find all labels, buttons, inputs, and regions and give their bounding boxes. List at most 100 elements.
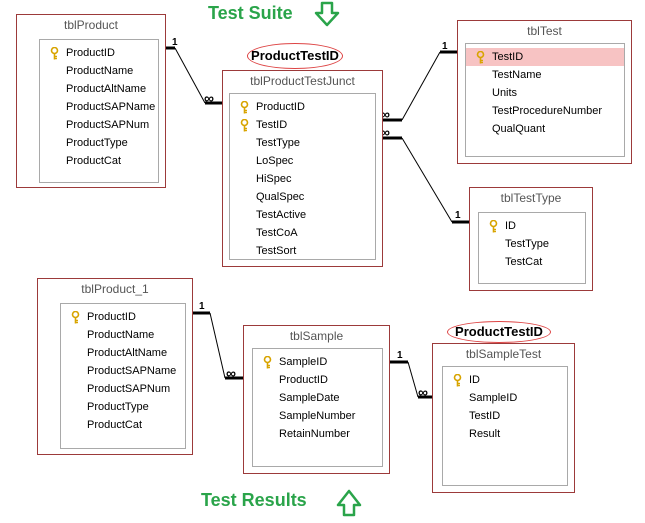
field-name: ProductType xyxy=(87,401,149,413)
field-row[interactable]: ProductName xyxy=(61,326,185,344)
field-row[interactable]: RetainNumber xyxy=(253,425,382,443)
field-row[interactable]: TestName xyxy=(466,66,624,84)
card-test-one: 1 xyxy=(442,41,448,52)
card-sample-one: 1 xyxy=(397,350,403,361)
field-name: TestID xyxy=(469,410,501,422)
field-name: Units xyxy=(492,87,518,99)
field-row[interactable]: ProductID xyxy=(61,308,185,326)
rel-junct-type-b xyxy=(401,137,453,223)
field-name: TestType xyxy=(505,238,550,250)
banner-test-suite: Test Suite xyxy=(208,3,293,23)
field-name: TestID xyxy=(492,51,524,63)
field-row[interactable]: ProductName xyxy=(40,62,158,80)
field-name: ProductCat xyxy=(87,419,143,431)
field-row[interactable]: ProductSAPNum xyxy=(61,380,185,398)
field-name: ProductID xyxy=(66,47,115,59)
ellipse-producttestid-junct: ProductTestID xyxy=(247,43,343,69)
field-name: TestName xyxy=(492,69,542,81)
field-name: ProductSAPNum xyxy=(87,383,171,395)
field-row[interactable]: TestCat xyxy=(479,253,585,271)
field-name: QualQuant xyxy=(492,123,546,135)
field-row[interactable]: TestActive xyxy=(230,206,375,224)
field-row[interactable]: ID xyxy=(479,217,585,235)
key-icon xyxy=(489,220,498,233)
field-row[interactable]: Units xyxy=(466,84,624,102)
card-product-one: 1 xyxy=(172,37,178,48)
field-row[interactable]: ProductSAPName xyxy=(61,362,185,380)
table-title: tblProduct_1 xyxy=(81,282,149,296)
card-junct-many-type: ∞ xyxy=(380,124,390,140)
field-name: ProductName xyxy=(66,65,134,77)
field-name: ProductID xyxy=(87,311,136,323)
field-row[interactable]: ProductID xyxy=(253,371,382,389)
table-title: tblTest xyxy=(527,24,562,38)
field-name: ProductSAPName xyxy=(66,101,156,113)
field-row[interactable]: TestID xyxy=(230,116,375,134)
field-row[interactable]: SampleID xyxy=(253,353,382,371)
field-row[interactable]: QualQuant xyxy=(466,120,624,138)
field-name: TestProcedureNumber xyxy=(492,105,603,117)
field-row[interactable]: SampleNumber xyxy=(253,407,382,425)
field-row[interactable]: TestType xyxy=(230,134,375,152)
field-row[interactable]: ProductCat xyxy=(61,416,185,434)
field-name: LoSpec xyxy=(256,155,294,167)
field-row[interactable]: ProductSAPNum xyxy=(40,116,158,134)
field-row[interactable]: Result xyxy=(443,425,567,443)
field-name: QualSpec xyxy=(256,191,305,203)
field-row[interactable]: TestID xyxy=(466,48,624,66)
field-name: ProductAltName xyxy=(87,347,168,359)
field-row[interactable]: ProductID xyxy=(230,98,375,116)
table-title: tblProduct xyxy=(63,18,119,32)
field-row[interactable]: ID xyxy=(443,371,567,389)
field-row[interactable]: ProductSAPName xyxy=(40,98,158,116)
field-row[interactable]: ProductID xyxy=(40,44,158,62)
table-title: tblTestType xyxy=(500,191,562,205)
key-icon xyxy=(263,356,272,369)
field-list[interactable]: ID SampleID TestID Result xyxy=(442,366,568,486)
field-row[interactable]: ProductAltName xyxy=(40,80,158,98)
field-row[interactable]: SampleID xyxy=(443,389,567,407)
field-row[interactable]: SampleDate xyxy=(253,389,382,407)
field-row[interactable]: LoSpec xyxy=(230,152,375,170)
field-row[interactable]: QualSpec xyxy=(230,188,375,206)
field-name: TestCat xyxy=(505,256,543,268)
field-row[interactable]: ProductCat xyxy=(40,152,158,170)
field-name: ProductName xyxy=(87,329,155,341)
field-row[interactable]: TestCoA xyxy=(230,224,375,242)
card-sampletest-many: ∞ xyxy=(418,384,428,400)
field-row[interactable]: ProductType xyxy=(61,398,185,416)
field-row[interactable]: ProductAltName xyxy=(61,344,185,362)
field-row[interactable]: HiSpec xyxy=(230,170,375,188)
field-row[interactable]: TestType xyxy=(479,235,585,253)
field-row[interactable]: ProductType xyxy=(40,134,158,152)
field-row[interactable]: TestProcedureNumber xyxy=(466,102,624,120)
field-name: ProductType xyxy=(66,137,128,149)
rel-product1-sample-b xyxy=(209,312,226,379)
rel-junct-test-b xyxy=(401,51,441,121)
field-name: ProductSAPName xyxy=(87,365,177,377)
field-row[interactable]: TestSort xyxy=(230,242,375,260)
field-name: Result xyxy=(469,428,501,440)
key-icon xyxy=(50,47,59,60)
field-name: SampleID xyxy=(469,392,518,404)
key-icon xyxy=(476,51,485,64)
card-type-one: 1 xyxy=(455,210,461,221)
field-row[interactable]: TestID xyxy=(443,407,567,425)
field-name: ProductID xyxy=(256,101,305,113)
card-junct-many-test: ∞ xyxy=(380,106,390,122)
field-name: TestCoA xyxy=(256,227,298,239)
field-name: ProductID xyxy=(279,374,328,386)
